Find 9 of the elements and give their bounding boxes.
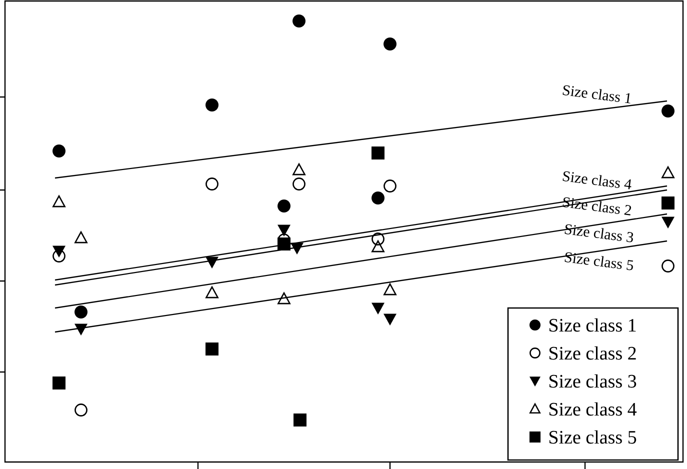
legend-label: Size class 1 xyxy=(549,318,636,332)
legend-label: Size class 2 xyxy=(549,346,636,360)
line-label: Size class 1 xyxy=(562,85,630,104)
legend-label: Size class 4 xyxy=(549,402,637,416)
line-label: Size class 3 xyxy=(564,224,634,242)
line-label: Size class 5 xyxy=(564,252,633,270)
legend-label: Size class 5 xyxy=(549,430,636,444)
line-label: Size class 4 xyxy=(562,171,632,190)
legend-label: Size class 3 xyxy=(549,374,636,388)
